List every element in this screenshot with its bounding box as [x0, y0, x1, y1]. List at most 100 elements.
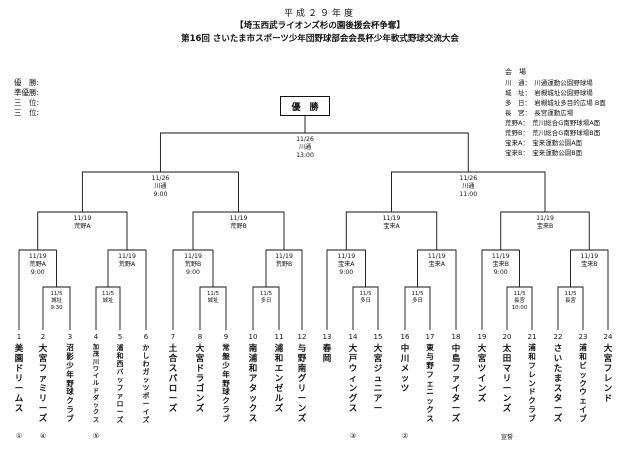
team-name: 太田マリーンズ: [502, 344, 512, 414]
team-number: 3: [67, 333, 73, 341]
team-number: 8: [197, 333, 203, 341]
final-match-line: [159, 132, 469, 172]
team-number: 17: [425, 333, 435, 341]
team-name: 大宮ドラゴンズ: [195, 344, 205, 414]
r1-venue: 多日: [412, 296, 423, 304]
team-number: 6: [143, 333, 149, 341]
team-number: 16: [400, 333, 410, 341]
r2-venue: 宝来A: [428, 260, 445, 268]
semi-venue: 川通: [462, 182, 474, 190]
team-name: 浦和フレンドクラブ: [528, 343, 536, 424]
team-name: さいたまスターズ: [553, 344, 563, 424]
r2-date: 11/19: [275, 253, 293, 260]
third-result-label-2: 三 位:: [14, 108, 40, 117]
semi-time: 9:00: [153, 191, 167, 198]
semi-date: 11/26: [152, 175, 170, 182]
team-name: 大宮フレンド: [603, 344, 613, 404]
team-name: かしわガッツボーイズ: [142, 344, 150, 424]
team-name: 南浦和アタックス: [248, 344, 258, 424]
team-name: 中島ファイターズ: [451, 344, 461, 424]
r1-time: 10:00: [512, 305, 528, 311]
team-number: 22: [553, 333, 563, 341]
r2-date: 11/19: [29, 253, 47, 260]
r1-venue: 多日: [360, 296, 371, 304]
team-number: 24: [603, 333, 613, 341]
team-name: 春 岡: [322, 344, 340, 364]
r1-venue: 城址: [51, 296, 62, 304]
r1-venue: 多日: [261, 296, 272, 304]
team-number: 7: [170, 333, 176, 341]
runner-up-result-label: 準優勝:: [14, 88, 40, 97]
team-name: 東与野フェニックス: [426, 343, 434, 424]
r1-venue: 長宮: [565, 296, 576, 304]
quarter-date: 11/19: [230, 215, 248, 222]
team-rank-mark: ③: [349, 432, 357, 440]
team-number: 14: [348, 333, 358, 341]
team-number: 21: [527, 333, 537, 341]
team-name: 土合スパローズ: [168, 344, 178, 414]
r2-date: 11/19: [337, 253, 355, 260]
r2-venue: 宝来B: [492, 260, 509, 268]
team-number: 23: [578, 333, 588, 341]
venue-item: 荒野A： 荒川総合G南野球場A面: [505, 119, 601, 127]
final-venue: 川通: [299, 143, 311, 151]
team-name: 大戸ウィングス: [348, 344, 358, 414]
third-result-label-1: 三 位:: [14, 98, 40, 107]
team-rank-mark: 宣誓: [500, 434, 513, 441]
semi-time: 11:00: [459, 191, 477, 198]
r2-venue: 宝来B: [581, 260, 598, 268]
r2-date: 11/19: [492, 253, 510, 260]
r2-time: 9:00: [494, 269, 508, 276]
team-number: 15: [373, 333, 383, 341]
team-name: 常盤少年野球クラブ: [222, 343, 230, 424]
quarter-venue: 宝来B: [537, 222, 554, 230]
team-number: 10: [248, 333, 258, 341]
venue-title: 会 場: [505, 68, 526, 76]
venue-item: 長 宮： 長宮運動広場: [505, 109, 574, 117]
r2-venue: 荒野B: [276, 260, 293, 268]
quarter-venue: 荒野B: [230, 222, 247, 230]
team-name: 沼影少年野球クラブ: [66, 343, 74, 424]
team-name: 浦和エンゼルズ: [274, 344, 284, 414]
r1-date: 11/5: [102, 291, 114, 297]
r1-venue: 城址: [103, 296, 114, 304]
r1-date: 11/5: [359, 291, 371, 297]
r2-venue: 宝来A: [338, 260, 355, 268]
venue-item: 宝来A： 宝来運動公園A面: [505, 139, 583, 147]
team-number: 4: [93, 333, 99, 341]
final-time: 13:00: [296, 152, 314, 159]
semi-venue: 川通: [154, 182, 166, 190]
team-name: 大宮ジュニアー: [373, 344, 383, 414]
r2-match-line: [18, 249, 57, 330]
team-number: 13: [322, 333, 332, 341]
r1-date: 11/5: [564, 291, 576, 297]
team-name: 中川メッツ: [400, 344, 410, 394]
quarter-date: 11/19: [383, 215, 401, 222]
venue-item: 荒野B： 荒川総合G南野球場B面: [505, 129, 601, 137]
r2-time: 9:00: [31, 269, 45, 276]
r2-venue: 荒野B: [185, 260, 202, 268]
quarter-date: 11/19: [536, 215, 554, 222]
r2-venue: 荒野A: [119, 260, 136, 268]
title-cup: 【埼玉西武ライオンズ杉の園後援会杯争奪】: [235, 21, 405, 31]
r1-date: 11/5: [207, 291, 219, 297]
champion-box: 優 勝: [280, 96, 330, 116]
team-number: 2: [40, 333, 46, 341]
final-date: 11/26: [296, 136, 314, 143]
team-rank-mark: ②: [401, 432, 409, 440]
title-main: 第16回 さいたま市スポーツ少年団野球部会会長杯少年軟式野球交流大会: [181, 34, 459, 44]
team-name: 浦和西バッファローズ: [116, 344, 124, 424]
r1-date: 11/5: [411, 291, 423, 297]
r2-date: 11/19: [580, 253, 598, 260]
champion-result-label: 優 勝:: [14, 78, 40, 87]
quarter-venue: 荒野A: [74, 222, 91, 230]
r1-venue: 城址: [208, 296, 219, 304]
team-name: 加茂川ワイルドダックス: [92, 344, 100, 424]
r2-time: 9:00: [186, 269, 200, 276]
team-number: 19: [477, 333, 487, 341]
quarter-venue: 宝来A: [383, 222, 400, 230]
semi-date: 11/26: [459, 175, 477, 182]
r1-date: 11/5: [50, 291, 62, 297]
team-name: 大宮ファミリーズ: [38, 344, 48, 424]
